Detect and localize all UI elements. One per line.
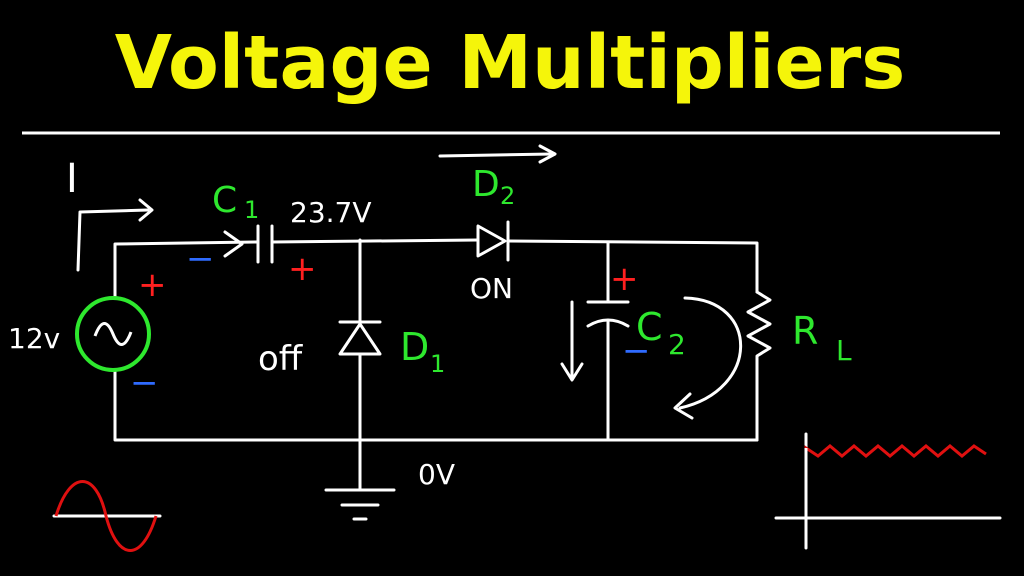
load-loop-arrowhead <box>673 392 694 420</box>
d1-label: D <box>400 325 429 369</box>
wire-source-to-c1 <box>113 240 260 300</box>
d2-label: D <box>472 164 500 205</box>
rl-label: R <box>792 309 818 353</box>
capacitor-icon <box>586 300 630 328</box>
c2-minus-sign: − <box>622 331 651 371</box>
d2-current-arrow <box>438 152 554 158</box>
diode-icon <box>338 320 382 356</box>
c2-label: C <box>636 305 663 349</box>
wire-d2-to-load <box>506 239 759 294</box>
c1-plus-sign: + <box>288 249 317 289</box>
rl-label-sub: L <box>836 334 852 367</box>
source-minus-sign: − <box>130 363 159 403</box>
d1-label-sub: 1 <box>430 350 445 378</box>
d2-current-arrowhead <box>538 144 557 164</box>
ground-icon <box>324 438 396 521</box>
capacitor-icon <box>256 224 274 264</box>
ac-source-icon <box>75 296 151 372</box>
diode-icon <box>476 220 510 262</box>
c2-label-sub: 2 <box>668 328 686 361</box>
current-arrowhead <box>138 198 154 222</box>
ground-voltage-label: 0V <box>418 458 455 491</box>
current-arrow <box>76 208 150 272</box>
page-title: Voltage Multipliers <box>115 20 906 106</box>
resistor-icon <box>746 290 772 442</box>
c1-label-sub: 1 <box>244 196 259 224</box>
node-voltage-label: 23.7V <box>290 196 372 229</box>
labels: I C 1 23.7V D 2 ON 12v off D 1 C 2 R L 0… <box>8 156 852 491</box>
input-sine-wave <box>54 480 158 552</box>
load-loop-arrow <box>678 296 743 410</box>
c2-down-arrowhead <box>560 362 584 382</box>
charge-arrowhead <box>223 230 244 258</box>
d1-state-label: off <box>258 339 304 379</box>
wire-c1-to-d2 <box>270 238 480 244</box>
output-ripple-wave <box>804 444 987 536</box>
c1-minus-sign: − <box>186 239 215 279</box>
d2-label-sub: 2 <box>500 182 515 210</box>
source-voltage-label: 12v <box>8 322 60 355</box>
c2-plus-sign: + <box>610 259 639 299</box>
c1-label: C <box>212 180 237 221</box>
source-plus-sign: + <box>138 265 167 305</box>
d2-state-label: ON <box>470 272 513 305</box>
wire-bottom <box>113 370 759 442</box>
current-label: I <box>66 156 78 202</box>
